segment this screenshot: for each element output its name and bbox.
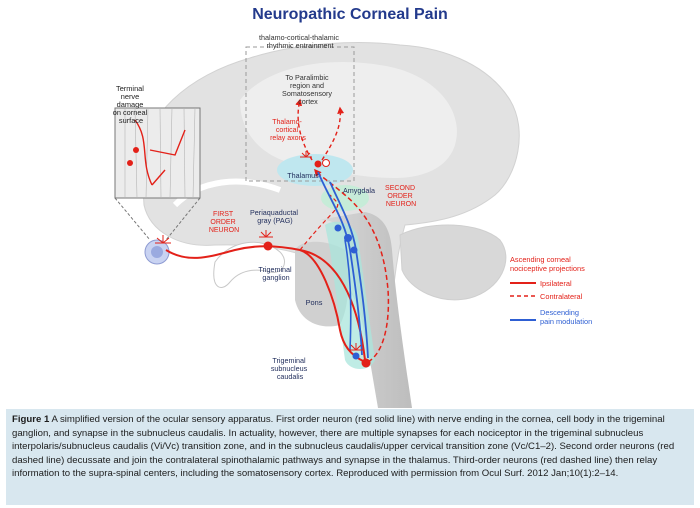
diagram: thalamo-cortical-thalamic rhythmic entra… bbox=[113, 33, 592, 408]
label-second-order: SECOND ORDER NEURON bbox=[385, 185, 417, 208]
cerebellum bbox=[399, 224, 507, 301]
label-pag: Periaquaductal gray (PAG) bbox=[250, 208, 300, 225]
descending-pathway bbox=[317, 171, 363, 356]
label-thalamo-cortical: thalamo-cortical-thalamic rhythmic entra… bbox=[259, 33, 341, 50]
entrainment-box bbox=[245, 46, 355, 182]
cornea-texture bbox=[124, 107, 196, 199]
caption-label: Figure 1 bbox=[12, 414, 50, 425]
legend-contralateral: Contralateral bbox=[540, 292, 583, 301]
label-amygdala: Amygdala bbox=[343, 186, 375, 195]
ganglion-lobes bbox=[213, 241, 285, 288]
figure-caption: Figure 1 A simplified version of the ocu… bbox=[6, 409, 694, 505]
caption-text: A simplified version of the ocular senso… bbox=[12, 414, 675, 480]
subnucleus-synapse bbox=[361, 358, 371, 368]
pag-neuron bbox=[344, 234, 352, 242]
starburst-icon bbox=[155, 151, 363, 351]
label-trigeminal-ganglion: Trigeminal ganglion bbox=[258, 265, 293, 282]
ganglion-cell-body bbox=[263, 241, 273, 251]
label-terminal-damage: Terminal nerve damage on corneal surface bbox=[113, 84, 150, 125]
cornea-inset bbox=[114, 107, 201, 199]
cortex-region bbox=[240, 61, 457, 179]
label-to-paralimbic: To Paralimbic region and Somatosensory c… bbox=[282, 73, 334, 106]
third-order-neuron-path bbox=[295, 98, 313, 161]
legend-ipsilateral: Ipsilateral bbox=[540, 279, 572, 288]
legend: Ascending corneal nociceptive projection… bbox=[510, 255, 592, 326]
figure-title: Neuropathic Corneal Pain bbox=[252, 6, 448, 23]
legend-descending: Descending pain modulation bbox=[540, 308, 592, 326]
legend-heading: Ascending corneal nociceptive projection… bbox=[510, 255, 585, 273]
label-trigeminal-subnucleus: Trigeminal subnucleus caudalis bbox=[271, 356, 309, 381]
label-relay-axons: Thalamo- cortical relay axons bbox=[270, 119, 306, 142]
thalamus-synapse bbox=[314, 160, 322, 168]
label-thalamus: Thalamus bbox=[287, 171, 319, 180]
label-first-order: FIRST ORDER NEURON bbox=[209, 211, 239, 234]
label-pons: Pons bbox=[306, 298, 323, 307]
cornea-nerve bbox=[134, 119, 186, 186]
